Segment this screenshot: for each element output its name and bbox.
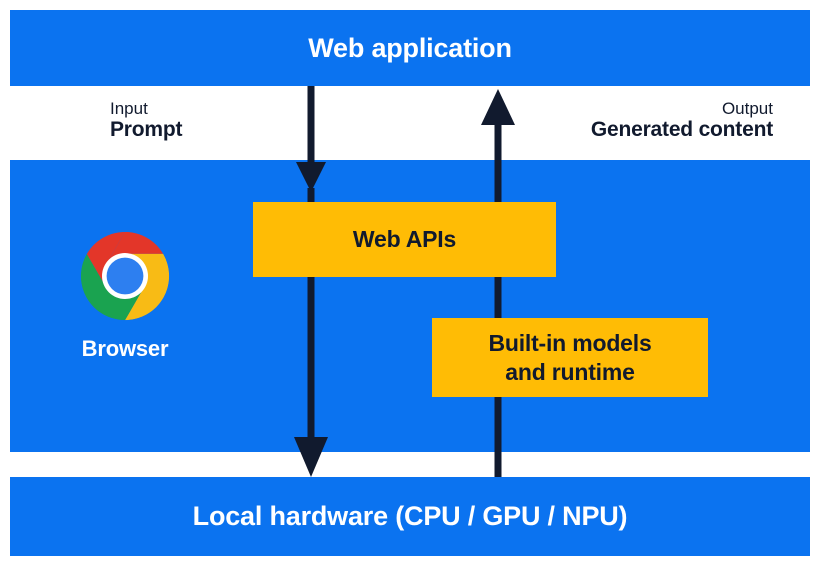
output-kicker: Output (721, 99, 773, 118)
built-in-models-line1: Built-in models (488, 330, 652, 357)
arrow-up-icon (481, 89, 515, 477)
web-application-band: Web application (10, 10, 810, 86)
web-application-label: Web application (308, 32, 512, 63)
browser-label: Browser (81, 336, 169, 361)
built-in-models-label: Built-in models and runtime (488, 329, 651, 385)
chrome-logo-icon (80, 231, 170, 321)
arrow-down-icon (294, 86, 328, 477)
built-in-models-box[interactable]: Built-in models and runtime (432, 318, 708, 397)
local-hardware-label: Local hardware (CPU / GPU / NPU) (192, 501, 628, 531)
output-annotation: Output Generated content (591, 99, 773, 142)
web-apis-label: Web APIs (352, 226, 457, 253)
browser-group: Browser (78, 230, 172, 362)
built-in-models-line2: and runtime (505, 358, 635, 385)
input-annotation: Input Prompt (110, 99, 183, 142)
web-apis-box[interactable]: Web APIs (253, 202, 556, 277)
input-value: Prompt (110, 118, 183, 142)
input-kicker: Input (110, 99, 148, 118)
local-hardware-band: Local hardware (CPU / GPU / NPU) (10, 477, 810, 556)
output-value: Generated content (590, 118, 773, 142)
